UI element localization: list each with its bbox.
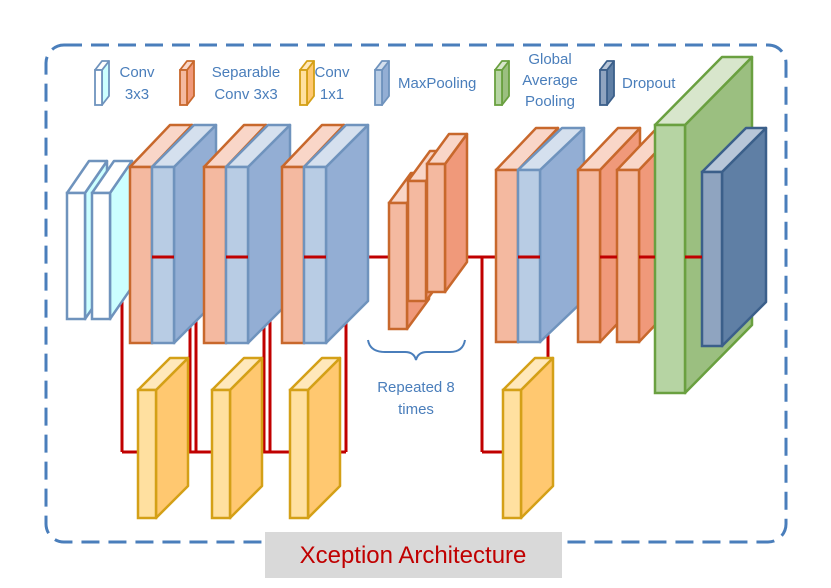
legend-label-maxpool: MaxPooling (398, 75, 476, 92)
legend-label-conv3x3: Conv (119, 64, 155, 81)
conv3x3-block-front (65, 191, 87, 321)
legend-label-conv1x1: Conv (314, 64, 350, 81)
sepconv-block-front (280, 165, 306, 345)
sepconv-block-front (425, 162, 447, 294)
legend-label-dropout: Dropout (622, 75, 676, 92)
legend-label-sepconv: Conv 3x3 (214, 86, 277, 103)
conv3x3-block (90, 159, 134, 321)
legend-icon-gap (494, 60, 510, 106)
gap-block-front (653, 123, 687, 395)
maxpool-block (224, 123, 292, 345)
sepconv-block-front (576, 168, 602, 344)
maxpool-block-front (302, 165, 328, 345)
legend-icon-dropout (599, 60, 615, 106)
maxpool-block-front (224, 165, 250, 345)
legend-icon-conv3x3 (94, 60, 110, 106)
maxpool-block-front (150, 165, 176, 345)
legend-icon-maxpool (374, 60, 390, 106)
sepconv-block (425, 132, 469, 294)
repeat-bracket (367, 339, 466, 361)
repeat-label-line2: times (398, 401, 434, 418)
dropout-block (700, 126, 768, 348)
legend-icon-conv3x3-front (94, 69, 103, 106)
maxpool-block (302, 123, 370, 345)
sepconv-block-front (128, 165, 154, 345)
sepconv-block-front (387, 201, 409, 331)
conv1x1-block (501, 356, 555, 520)
legend-label-conv3x3: 3x3 (125, 86, 149, 103)
diagram-title: Xception Architecture (300, 542, 527, 569)
conv1x1-block-front (288, 388, 310, 520)
legend-icon-sepconv (179, 60, 195, 106)
conv1x1-block-front (501, 388, 523, 520)
title-box (265, 532, 562, 578)
dropout-block-front (700, 170, 724, 348)
sepconv-block-front (406, 179, 428, 303)
legend-icon-dropout-front (599, 69, 608, 106)
conv3x3-block-front (90, 191, 112, 321)
conv1x1-block-front (136, 388, 158, 520)
legend-label-gap: Pooling (525, 93, 575, 110)
legend-icon-conv1x1-front (299, 69, 308, 106)
sepconv-block-front (615, 168, 641, 344)
conv1x1-block (288, 356, 342, 520)
legend-label-conv1x1: 1x1 (320, 86, 344, 103)
maxpool-block (516, 126, 586, 344)
layer-blocks (65, 55, 768, 520)
legend-icon-sepconv-front (179, 69, 188, 106)
legend-icon-conv1x1 (299, 60, 315, 106)
conv1x1-block (136, 356, 190, 520)
legend-label-gap: Average (522, 72, 578, 89)
sepconv-block-front (494, 168, 520, 344)
legend-label-sepconv: Separable (212, 64, 280, 81)
legend-icon-maxpool-front (374, 69, 383, 106)
conv1x1-block-front (210, 388, 232, 520)
conv1x1-block (210, 356, 264, 520)
legend-label-gap: Global (528, 51, 571, 68)
legend-icon-gap-front (494, 69, 503, 106)
repeat-label-line1: Repeated 8 (377, 379, 455, 396)
sepconv-block-front (202, 165, 228, 345)
